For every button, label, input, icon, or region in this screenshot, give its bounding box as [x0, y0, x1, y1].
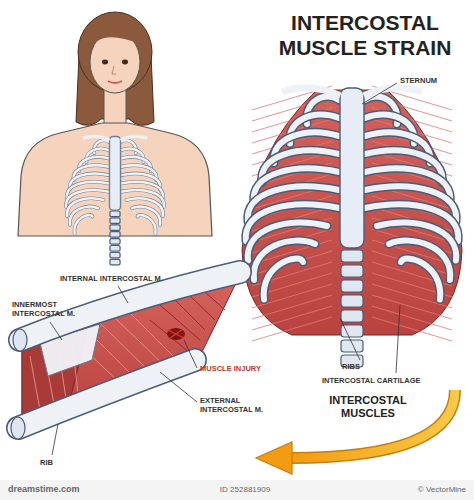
- footer-strip: [0, 480, 474, 500]
- vertebra: [341, 310, 363, 322]
- rib-end: [13, 329, 27, 351]
- large-ribcage: [242, 86, 462, 367]
- watermark-text: ID 252881909: [190, 485, 300, 495]
- leader-line: [362, 83, 397, 104]
- part-label: INTERNAL INTERCOSTAL M.: [60, 274, 210, 283]
- vertebra: [341, 280, 363, 292]
- vertebra: [110, 225, 120, 231]
- rib: [264, 259, 303, 300]
- leader-line: [184, 340, 197, 368]
- vertebra: [341, 265, 363, 277]
- section-label: INTERCOSTAL MUSCLES: [306, 394, 430, 420]
- rib: [401, 259, 440, 300]
- pointer-arrow: [290, 390, 455, 458]
- vertebra: [110, 211, 120, 217]
- leader-line: [118, 286, 128, 303]
- sternum: [109, 136, 120, 210]
- rib-outline: [401, 259, 440, 300]
- mouth: [108, 81, 122, 83]
- rib-outline: [264, 259, 303, 300]
- sternum: [340, 88, 364, 248]
- injury-spot: [167, 328, 185, 340]
- part-label: EXTERNAL INTERCOSTAL M.: [200, 396, 272, 414]
- part-label: MUSCLE INJURY: [200, 364, 272, 373]
- eye: [102, 60, 108, 65]
- leader-line: [50, 322, 62, 340]
- eye: [122, 60, 128, 65]
- rib-outline: [74, 215, 92, 234]
- rib-end: [11, 417, 25, 439]
- leader-line: [160, 372, 197, 402]
- leader-line: [52, 424, 58, 455]
- vertebra: [110, 259, 120, 265]
- part-label: STERNUM: [400, 76, 460, 85]
- vertebra: [110, 218, 120, 224]
- part-label: RIBS: [342, 362, 382, 371]
- part-label: RIB: [40, 458, 70, 467]
- rib: [18, 360, 195, 428]
- arrow-outline: [290, 390, 455, 458]
- vertebra: [110, 252, 120, 258]
- watermark-text: dreamstime.com: [8, 484, 128, 495]
- tear-lines: [168, 330, 184, 338]
- diagram-title: INTERCOSTAL MUSCLE STRAIN: [262, 10, 468, 60]
- rib: [138, 215, 156, 234]
- vertebra: [341, 340, 363, 352]
- hair: [78, 12, 152, 92]
- rib: [74, 215, 92, 234]
- leader-line: [396, 305, 400, 373]
- part-label: INTERCOSTAL CARTILAGE: [322, 376, 446, 385]
- vertebra: [110, 232, 120, 238]
- clavicle: [282, 88, 422, 96]
- hair-fringe: [90, 26, 140, 50]
- rib-outline: [138, 215, 156, 234]
- torso: [18, 123, 212, 236]
- part-label: INNERMOST INTERCOSTAL M.: [12, 300, 84, 318]
- leader-line: [340, 318, 360, 360]
- vertebra: [110, 239, 120, 245]
- woman-figure: [18, 12, 212, 236]
- small-ribcage: [66, 136, 164, 264]
- vertebra: [110, 246, 120, 252]
- nose: [112, 66, 116, 74]
- vertebra: [341, 250, 363, 262]
- clavicle: [83, 136, 147, 140]
- arrow-head: [256, 442, 292, 474]
- watermark-text: © VectorMine: [360, 485, 466, 495]
- rib-outline: [18, 360, 195, 428]
- vertebra: [341, 295, 363, 307]
